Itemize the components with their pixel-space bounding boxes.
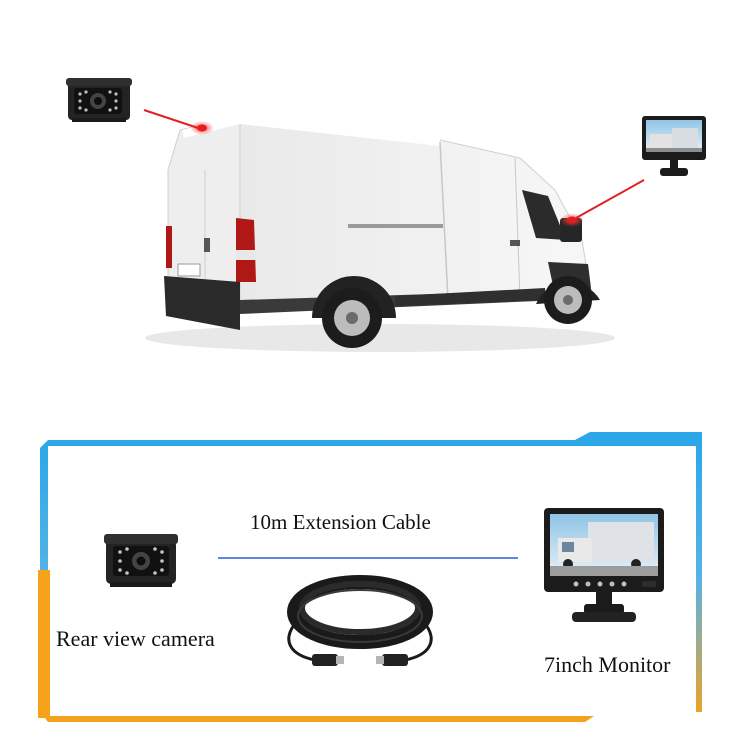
rear-camera-image (104, 534, 178, 587)
camera-mount-marker (190, 121, 214, 135)
camera-pointer-line (143, 109, 199, 129)
monitor-pointer-line (575, 179, 645, 219)
extension-cable-image (287, 575, 433, 666)
camera-thumbnail (66, 78, 132, 122)
van (145, 114, 615, 352)
monitor-image (544, 508, 664, 622)
extension-cable-label: 10m Extension Cable (250, 510, 431, 534)
rear-camera-label: Rear view camera (56, 626, 215, 651)
monitor-thumbnail (642, 116, 706, 176)
monitor-label: 7inch Monitor (544, 652, 671, 677)
